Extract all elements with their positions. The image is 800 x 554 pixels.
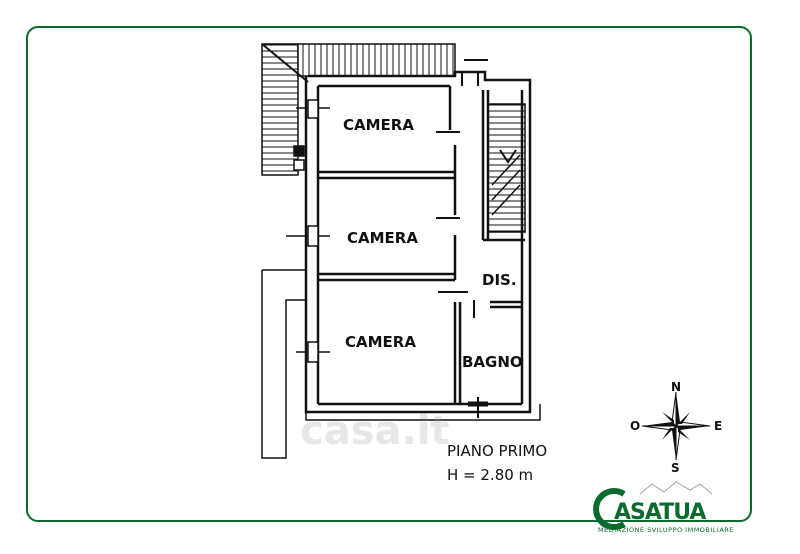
compass-south: S <box>671 461 680 475</box>
compass-west: O <box>630 419 641 433</box>
terrace <box>261 269 541 459</box>
room-label-bagno: BAGNO <box>462 353 523 371</box>
room-label-camera-3: CAMERA <box>345 333 416 351</box>
room-label-camera-1: CAMERA <box>343 116 414 134</box>
right-staircase <box>487 103 526 233</box>
doors <box>436 59 488 418</box>
room-label-camera-2: CAMERA <box>347 229 418 247</box>
watermark: casa.it <box>300 408 450 454</box>
windows <box>286 99 330 363</box>
logo-mark-icon <box>593 481 713 530</box>
logo-tagline: MEDIAZIONE SVILUPPO IMMOBILIARE <box>598 526 734 534</box>
ceiling-height: H = 2.80 m <box>447 466 534 484</box>
logo-name: ASATUA <box>614 500 706 525</box>
floor-title: PIANO PRIMO <box>447 442 548 460</box>
compass-east: E <box>714 419 723 433</box>
compass-rose-icon <box>641 391 711 461</box>
walls <box>304 70 532 414</box>
room-label-dis: DIS. <box>482 271 517 289</box>
page-frame <box>26 26 752 522</box>
compass-north: N <box>671 380 682 394</box>
left-staircase <box>261 43 456 176</box>
